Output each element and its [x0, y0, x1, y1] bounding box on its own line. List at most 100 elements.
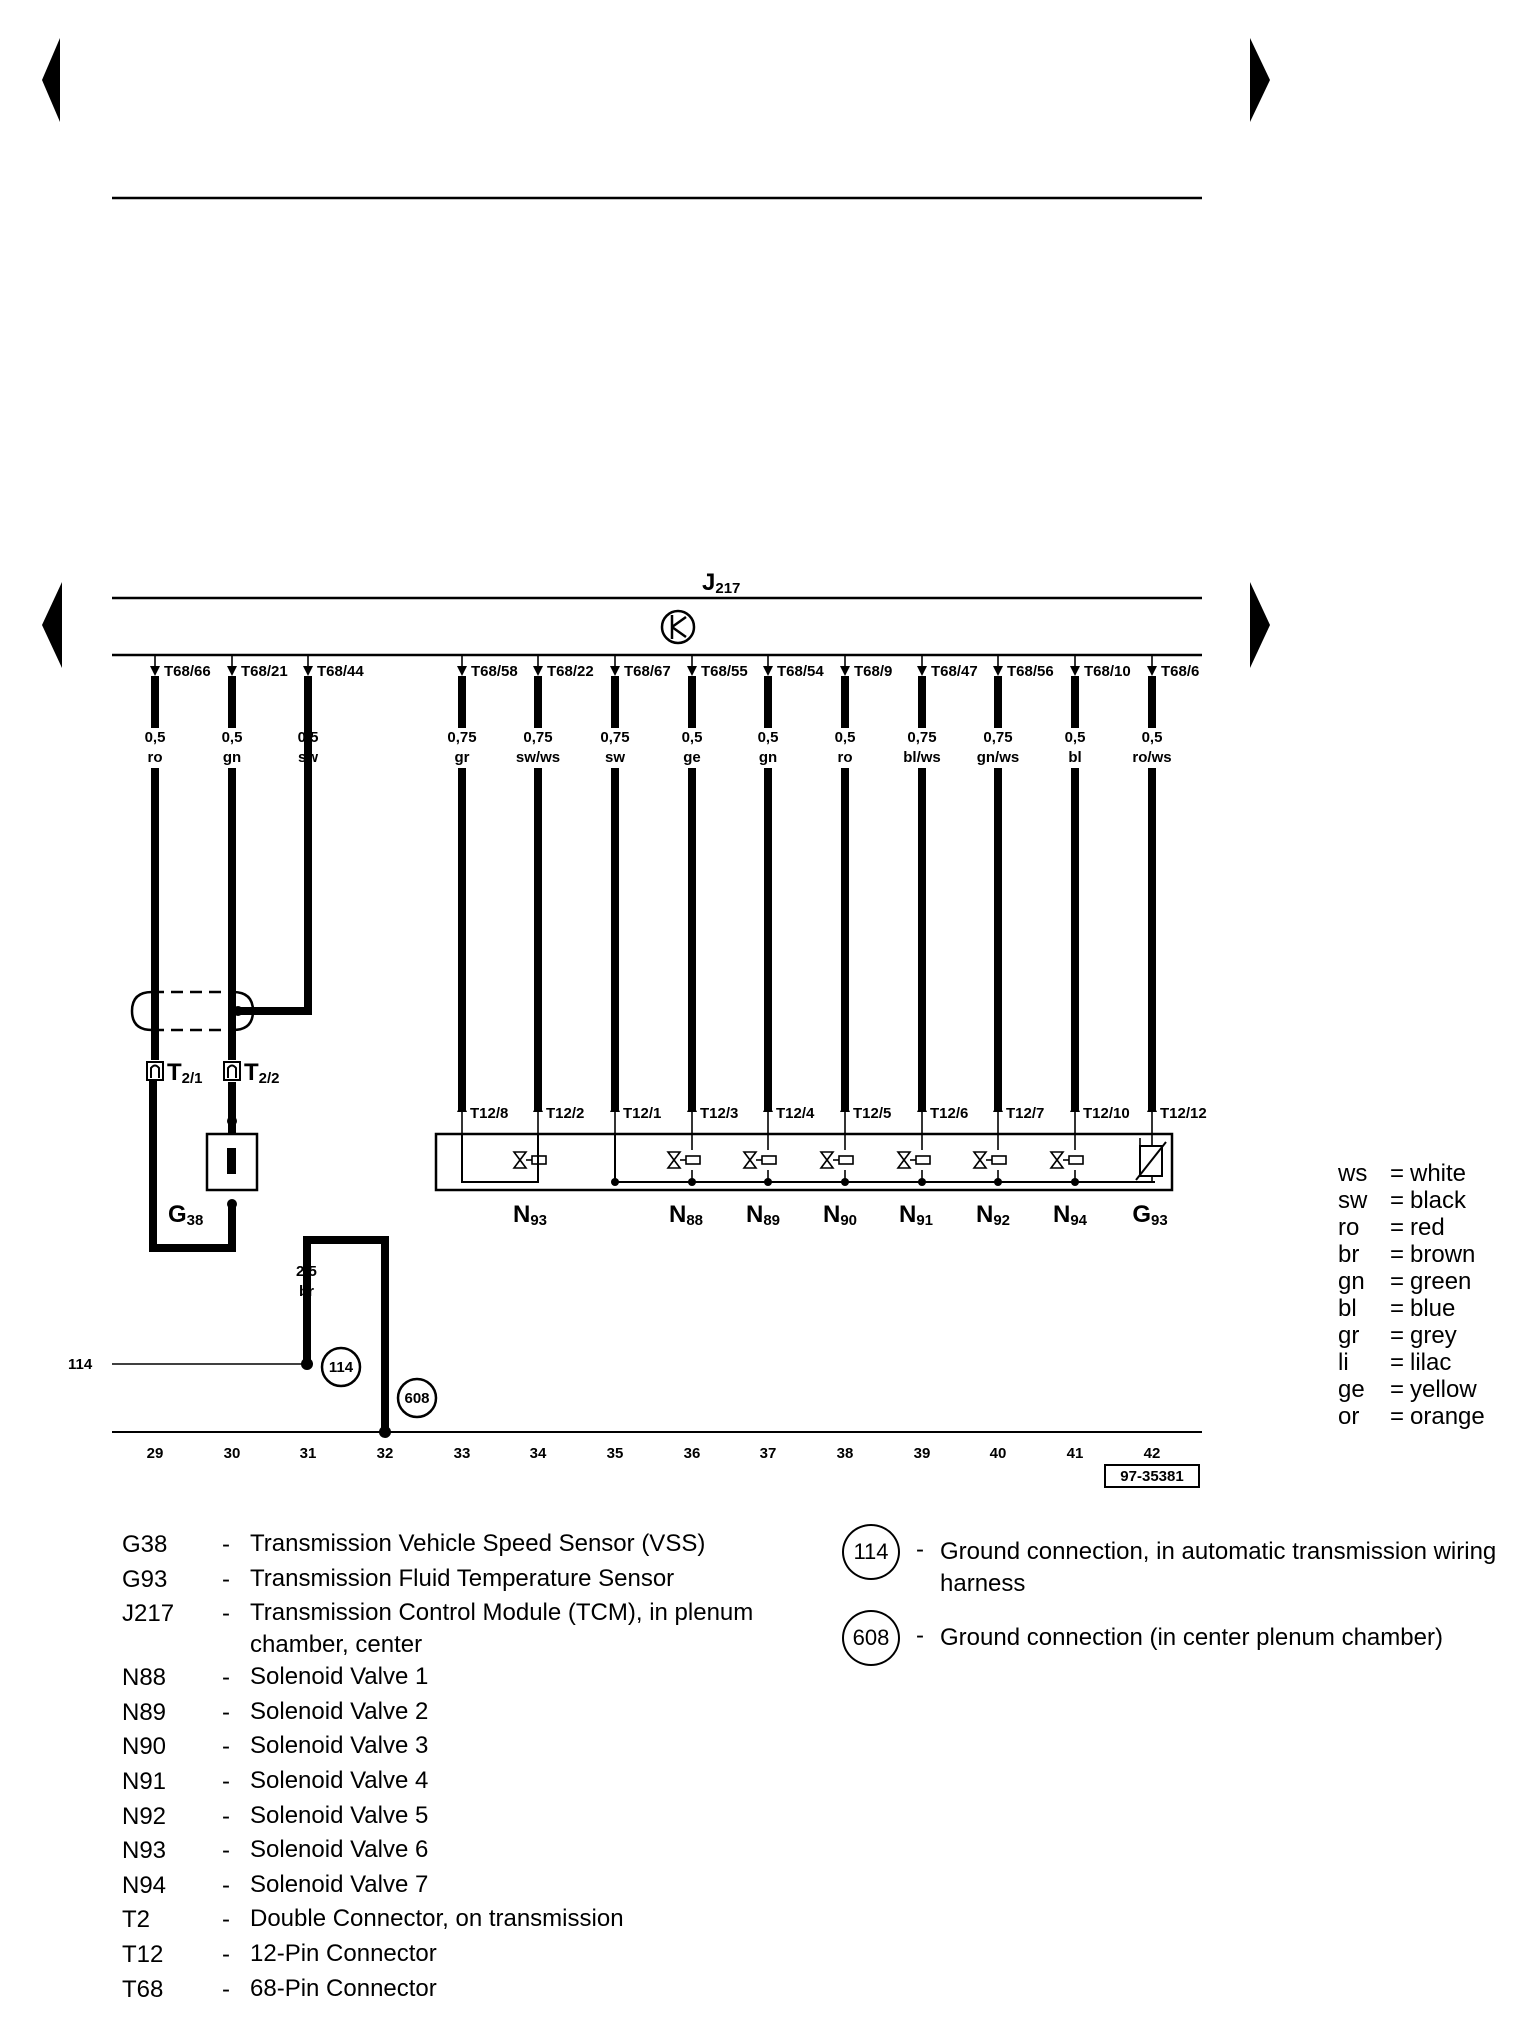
ground-number-badge: 114	[842, 1524, 900, 1580]
track-number: 39	[914, 1445, 931, 1462]
solenoid-valve-icon	[972, 1151, 1007, 1169]
g38-loop-wire	[149, 1080, 236, 1252]
description-dash: -	[222, 1600, 230, 1628]
track-number: 37	[760, 1445, 777, 1462]
legend-code: or	[1338, 1403, 1360, 1430]
description-row: N92-Solenoid Valve 5	[122, 1800, 802, 1835]
legend-name: black	[1410, 1187, 1467, 1214]
wire-size-label: 0,5	[222, 729, 243, 746]
t68-pin-label: T68/44	[317, 663, 364, 680]
t68-pin-label: T68/67	[624, 663, 671, 680]
component-label: G93	[1132, 1201, 1167, 1229]
description-text: Solenoid Valve 3	[250, 1732, 429, 1760]
wire-size-label: 0,5	[1065, 729, 1086, 746]
t2-pin-label: T2/2	[244, 1059, 280, 1087]
prev-page-arrow-lower[interactable]	[42, 582, 62, 668]
wire-size-label: 0,75	[447, 729, 476, 746]
legend-code: ro	[1338, 1214, 1360, 1241]
legend-name: brown	[1410, 1241, 1476, 1268]
legend-code: br	[1338, 1241, 1360, 1268]
next-page-arrow-lower[interactable]	[1250, 582, 1270, 668]
legend-code: sw	[1338, 1187, 1368, 1214]
description-text: Solenoid Valve 1	[250, 1663, 429, 1691]
t68-pin-arrow	[610, 666, 620, 676]
component-label: N90	[823, 1201, 857, 1229]
wire-color-label: gn	[223, 749, 241, 766]
t12-pin-label: T12/8	[470, 1105, 508, 1122]
t68-pin-label: T68/54	[777, 663, 824, 680]
legend-row: gr=grey	[1338, 1322, 1485, 1349]
legend-eq: =	[1390, 1214, 1405, 1241]
t68-pin-label: T68/47	[931, 663, 978, 680]
legend-code: gn	[1338, 1268, 1365, 1295]
description-row: N90 -Solenoid Valve 3	[122, 1730, 802, 1765]
wire-color-label: ro/ws	[1132, 749, 1171, 766]
g38-sensor-element	[227, 1148, 236, 1174]
wire-color-label: sw/ws	[516, 749, 560, 766]
t12-pin-label: T12/12	[1160, 1105, 1207, 1122]
ground-descriptions: 114-Ground connection, in automatic tran…	[842, 1524, 1532, 1676]
wires-layer: T68/660,5roT68/210,5gnT68/440,5swT68/580…	[145, 656, 1199, 1134]
next-page-arrow[interactable]	[1250, 38, 1270, 122]
solenoid-valve-icon	[896, 1151, 931, 1169]
description-text: Transmission Vehicle Speed Sensor (VSS)	[250, 1530, 706, 1557]
ground-description-text: Ground connection, in automatic transmis…	[940, 1538, 1497, 1597]
legend-code: ge	[1338, 1376, 1365, 1403]
t68-pin-arrow	[150, 666, 160, 676]
description-dash: -	[222, 1733, 230, 1761]
track-number: 29	[147, 1445, 164, 1462]
description-dash: -	[222, 1664, 230, 1692]
wire-color-label: ro	[838, 749, 853, 766]
description-code: G93	[122, 1565, 168, 1593]
ground-description-row: 608-Ground connection (in center plenum …	[842, 1610, 1532, 1666]
wire-color-label: ge	[683, 749, 701, 766]
track-number: 34	[530, 1445, 547, 1462]
t68-pin-label: T68/21	[241, 663, 288, 680]
svg-text:608: 608	[404, 1390, 429, 1407]
legend-eq: =	[1390, 1268, 1405, 1295]
t68-pin-label: T68/10	[1084, 663, 1131, 680]
description-code: N94	[122, 1871, 167, 1899]
component-label: G38	[168, 1201, 203, 1229]
legend-eq: =	[1390, 1376, 1405, 1403]
description-dash: -	[222, 1837, 230, 1865]
description-code: N93	[122, 1837, 167, 1865]
ground-number-badge: 608	[842, 1610, 900, 1666]
t12-pin-arrow	[917, 1102, 927, 1112]
legend-row: ws=white	[1338, 1160, 1485, 1187]
track-number: 42	[1144, 1445, 1161, 1462]
description-row: T2-Double Connector, on transmission	[122, 1903, 802, 1938]
description-dash: -	[222, 1698, 230, 1726]
t12-pin-label: T12/10	[1083, 1105, 1130, 1122]
t12-pin-arrow	[457, 1102, 467, 1112]
t68-pin-arrow	[227, 666, 237, 676]
legend-eq: =	[1390, 1403, 1405, 1430]
legend-eq: =	[1390, 1187, 1405, 1214]
track-number: 32	[377, 1445, 394, 1462]
description-row: T68-68-Pin Connector	[122, 1973, 802, 2008]
description-code: J217	[122, 1600, 175, 1628]
description-code: G38	[122, 1531, 168, 1558]
t12-pin-label: T12/3	[700, 1105, 738, 1122]
description-code: N90	[122, 1733, 167, 1761]
legend-code: bl	[1338, 1295, 1357, 1322]
legend-eq: =	[1390, 1160, 1405, 1187]
description-code: N92	[122, 1802, 167, 1830]
t68-pin-arrow	[533, 666, 543, 676]
prev-page-arrow[interactable]	[42, 38, 60, 122]
track-number: 30	[224, 1445, 241, 1462]
legend-row: gn=green	[1338, 1268, 1485, 1295]
wire-size-label: 0,75	[600, 729, 629, 746]
track-number: 38	[837, 1445, 854, 1462]
t68-pin-label: T68/22	[547, 663, 594, 680]
description-dash: -	[222, 1906, 230, 1934]
description-row: T12-12-Pin Connector	[122, 1938, 802, 1973]
ground-114-left-label: 114	[68, 1356, 93, 1373]
description-dash: -	[222, 1975, 230, 2003]
legend-name: white	[1410, 1160, 1467, 1187]
t68-pin-arrow	[1070, 666, 1080, 676]
description-text: Transmission Control Module (TCM), in pl…	[250, 1599, 754, 1659]
svg-text:114: 114	[329, 1359, 354, 1376]
description-row: G38-Transmission Vehicle Speed Sensor (V…	[122, 1528, 802, 1563]
